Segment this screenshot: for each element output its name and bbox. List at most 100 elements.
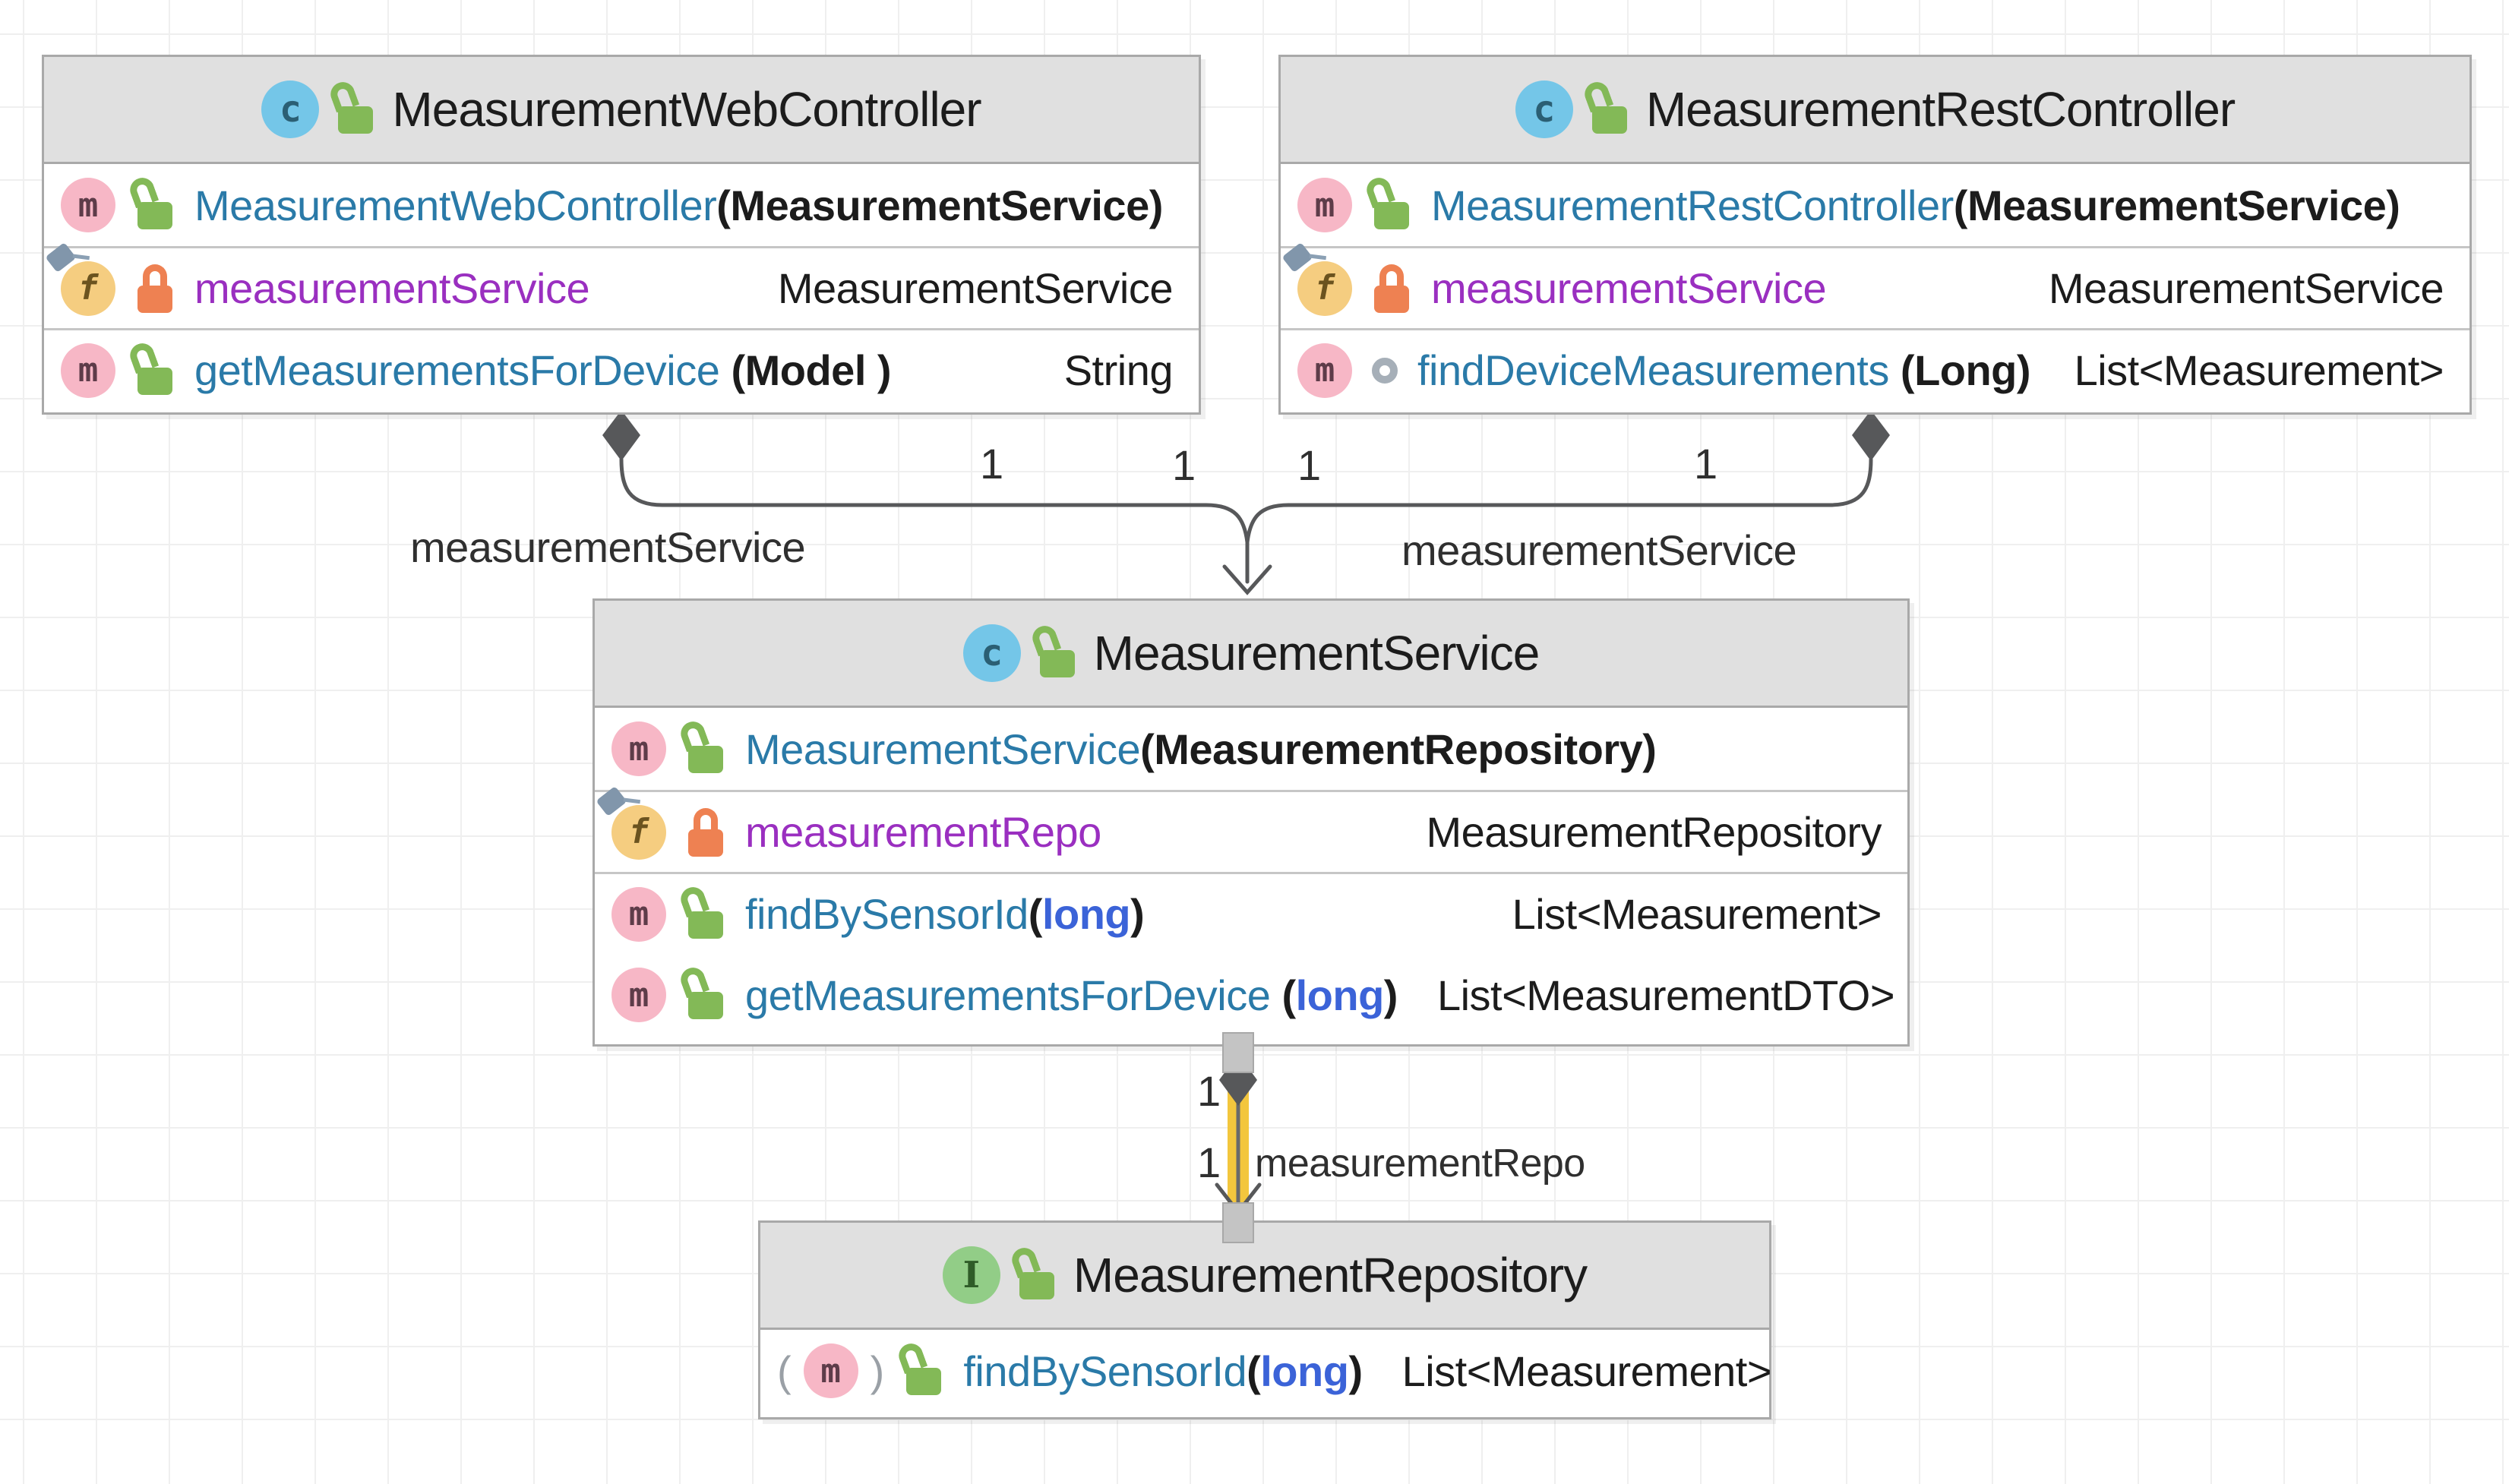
param-type: MeasurementService [730, 181, 1149, 229]
multiplicity-label: 1 [1172, 441, 1196, 489]
public-open-lock-icon [1008, 1244, 1057, 1299]
param-type: long [1041, 890, 1131, 938]
member-name: MeasurementRestController [1431, 181, 1954, 229]
member-row-constructor[interactable]: m MeasurementWebController(MeasurementSe… [44, 164, 1199, 246]
member-row-method[interactable]: m getMeasurementsForDevice (long) List<M… [595, 954, 1907, 1036]
edge-line [1245, 457, 1873, 545]
member-row-method[interactable]: m getMeasurementsForDevice (Model ) Stri… [44, 328, 1199, 410]
public-open-lock-icon [677, 718, 725, 773]
member-row-field[interactable]: f measurementRepo MeasurementRepository [595, 785, 1907, 872]
field-icon: f [611, 804, 666, 860]
multiplicity-label: 1 [1297, 441, 1322, 489]
member-name: findDeviceMeasurements [1417, 346, 1889, 394]
public-open-lock-icon [1029, 622, 1077, 677]
public-open-lock-icon [677, 964, 725, 1019]
multiplicity-label: 1 [1197, 1138, 1221, 1186]
class-title: MeasurementWebController [392, 82, 981, 137]
method-icon: m [611, 721, 666, 776]
association-role-label: measurementService [410, 523, 806, 571]
public-open-lock-icon [1363, 174, 1411, 229]
aggregation-diamond-icon [1852, 410, 1890, 461]
member-row-field[interactable]: f measurementService MeasurementService [44, 242, 1199, 328]
edge-handle[interactable] [1222, 1202, 1254, 1243]
class-icon: c [261, 81, 320, 138]
member-name: measurementRepo [745, 808, 1101, 856]
multiplicity-label: 1 [980, 440, 1004, 488]
member-return-type: MeasurementService [2048, 264, 2444, 312]
member-name: measurementService [1431, 264, 1827, 312]
member-return-type: MeasurementRepository [1426, 808, 1882, 856]
class-icon: c [1515, 81, 1573, 138]
abstract-paren-icon: ( [777, 1347, 792, 1395]
public-open-lock-icon [327, 78, 375, 134]
aggregation-diamond-icon [602, 410, 640, 461]
param-type: Model [744, 346, 867, 394]
multiplicity-label: 1 [1197, 1067, 1221, 1115]
class-title: MeasurementRestController [1645, 82, 2236, 137]
param-type: long [1295, 971, 1385, 1019]
member-return-type: List<MeasurementDTO> [1436, 971, 1895, 1019]
method-icon: m [61, 343, 115, 398]
private-closed-lock-icon [135, 264, 175, 313]
interface-node-measurement-repository[interactable]: I MeasurementRepository ( m ) findBySens… [758, 1220, 1772, 1419]
member-name: measurementService [194, 264, 590, 312]
public-open-lock-icon [126, 174, 175, 229]
member-row-constructor[interactable]: m MeasurementService(MeasurementReposito… [595, 708, 1907, 790]
member-name: MeasurementWebController [194, 181, 717, 229]
method-icon: m [611, 968, 666, 1022]
method-icon: m [803, 1343, 858, 1398]
param-type: long [1260, 1347, 1349, 1395]
edge-line [619, 457, 1250, 584]
param-type: MeasurementRepository [1154, 725, 1643, 773]
edge-restcontroller-to-service[interactable] [1245, 410, 1890, 545]
member-row-field[interactable]: f measurementService MeasurementService [1281, 242, 2470, 328]
class-title: MeasurementRepository [1073, 1248, 1588, 1302]
public-open-lock-icon [677, 883, 725, 939]
member-return-type: List<Measurement> [2074, 346, 2444, 394]
method-icon: m [1297, 178, 1352, 232]
member-return-type: List<Measurement> [1512, 890, 1882, 938]
multiplicity-label: 1 [1694, 440, 1718, 488]
member-name: findBySensorId [963, 1347, 1247, 1395]
class-header[interactable]: c MeasurementService [595, 601, 1907, 708]
method-icon: m [611, 886, 666, 942]
edge-service-to-repository-selected[interactable] [1215, 1032, 1262, 1243]
interface-icon: I [942, 1246, 1000, 1304]
member-name: findBySensorId [745, 890, 1029, 938]
member-return-type: List<Measurement> [1401, 1347, 1772, 1395]
public-open-lock-icon [1581, 78, 1629, 134]
param-type: MeasurementService [1967, 181, 2387, 229]
member-name: getMeasurementsForDevice [745, 971, 1271, 1019]
member-name: MeasurementService [745, 725, 1141, 773]
private-closed-lock-icon [686, 807, 725, 857]
class-node-measurement-rest-controller[interactable]: c MeasurementRestController m Measuremen… [1278, 55, 2472, 415]
public-open-lock-icon [126, 339, 175, 395]
class-header[interactable]: c MeasurementRestController [1281, 57, 2470, 164]
member-return-type: String [1063, 346, 1174, 394]
association-role-label: measurementService [1401, 526, 1797, 574]
field-icon: f [61, 260, 115, 316]
member-row-constructor[interactable]: m MeasurementRestController(MeasurementS… [1281, 164, 2470, 246]
method-icon: m [1297, 343, 1352, 398]
class-node-measurement-service[interactable]: c MeasurementService m MeasurementServic… [592, 598, 1910, 1047]
member-row-method[interactable]: m findDeviceMeasurements (Long) List<Mea… [1281, 328, 2470, 410]
association-role-label: measurementRepo [1255, 1141, 1585, 1186]
abstract-paren-icon: ) [870, 1347, 885, 1395]
field-icon: f [1297, 260, 1352, 316]
edge-handle[interactable] [1222, 1032, 1254, 1073]
edge-webcontroller-to-service[interactable] [602, 410, 1250, 584]
class-header[interactable]: c MeasurementWebController [44, 57, 1199, 164]
class-icon: c [962, 624, 1021, 682]
class-title: MeasurementService [1093, 626, 1540, 680]
method-icon: m [61, 178, 115, 232]
member-row-method[interactable]: m findBySensorId(long) List<Measurement> [595, 872, 1907, 954]
private-closed-lock-icon [1372, 264, 1411, 313]
class-header[interactable]: I MeasurementRepository [760, 1223, 1769, 1330]
member-name: getMeasurementsForDevice [194, 346, 720, 394]
package-private-icon [1372, 357, 1398, 384]
member-row-abstract-method[interactable]: ( m ) findBySensorId(long) List<Measurem… [760, 1330, 1772, 1412]
class-node-measurement-web-controller[interactable]: c MeasurementWebController m Measurement… [42, 55, 1201, 415]
